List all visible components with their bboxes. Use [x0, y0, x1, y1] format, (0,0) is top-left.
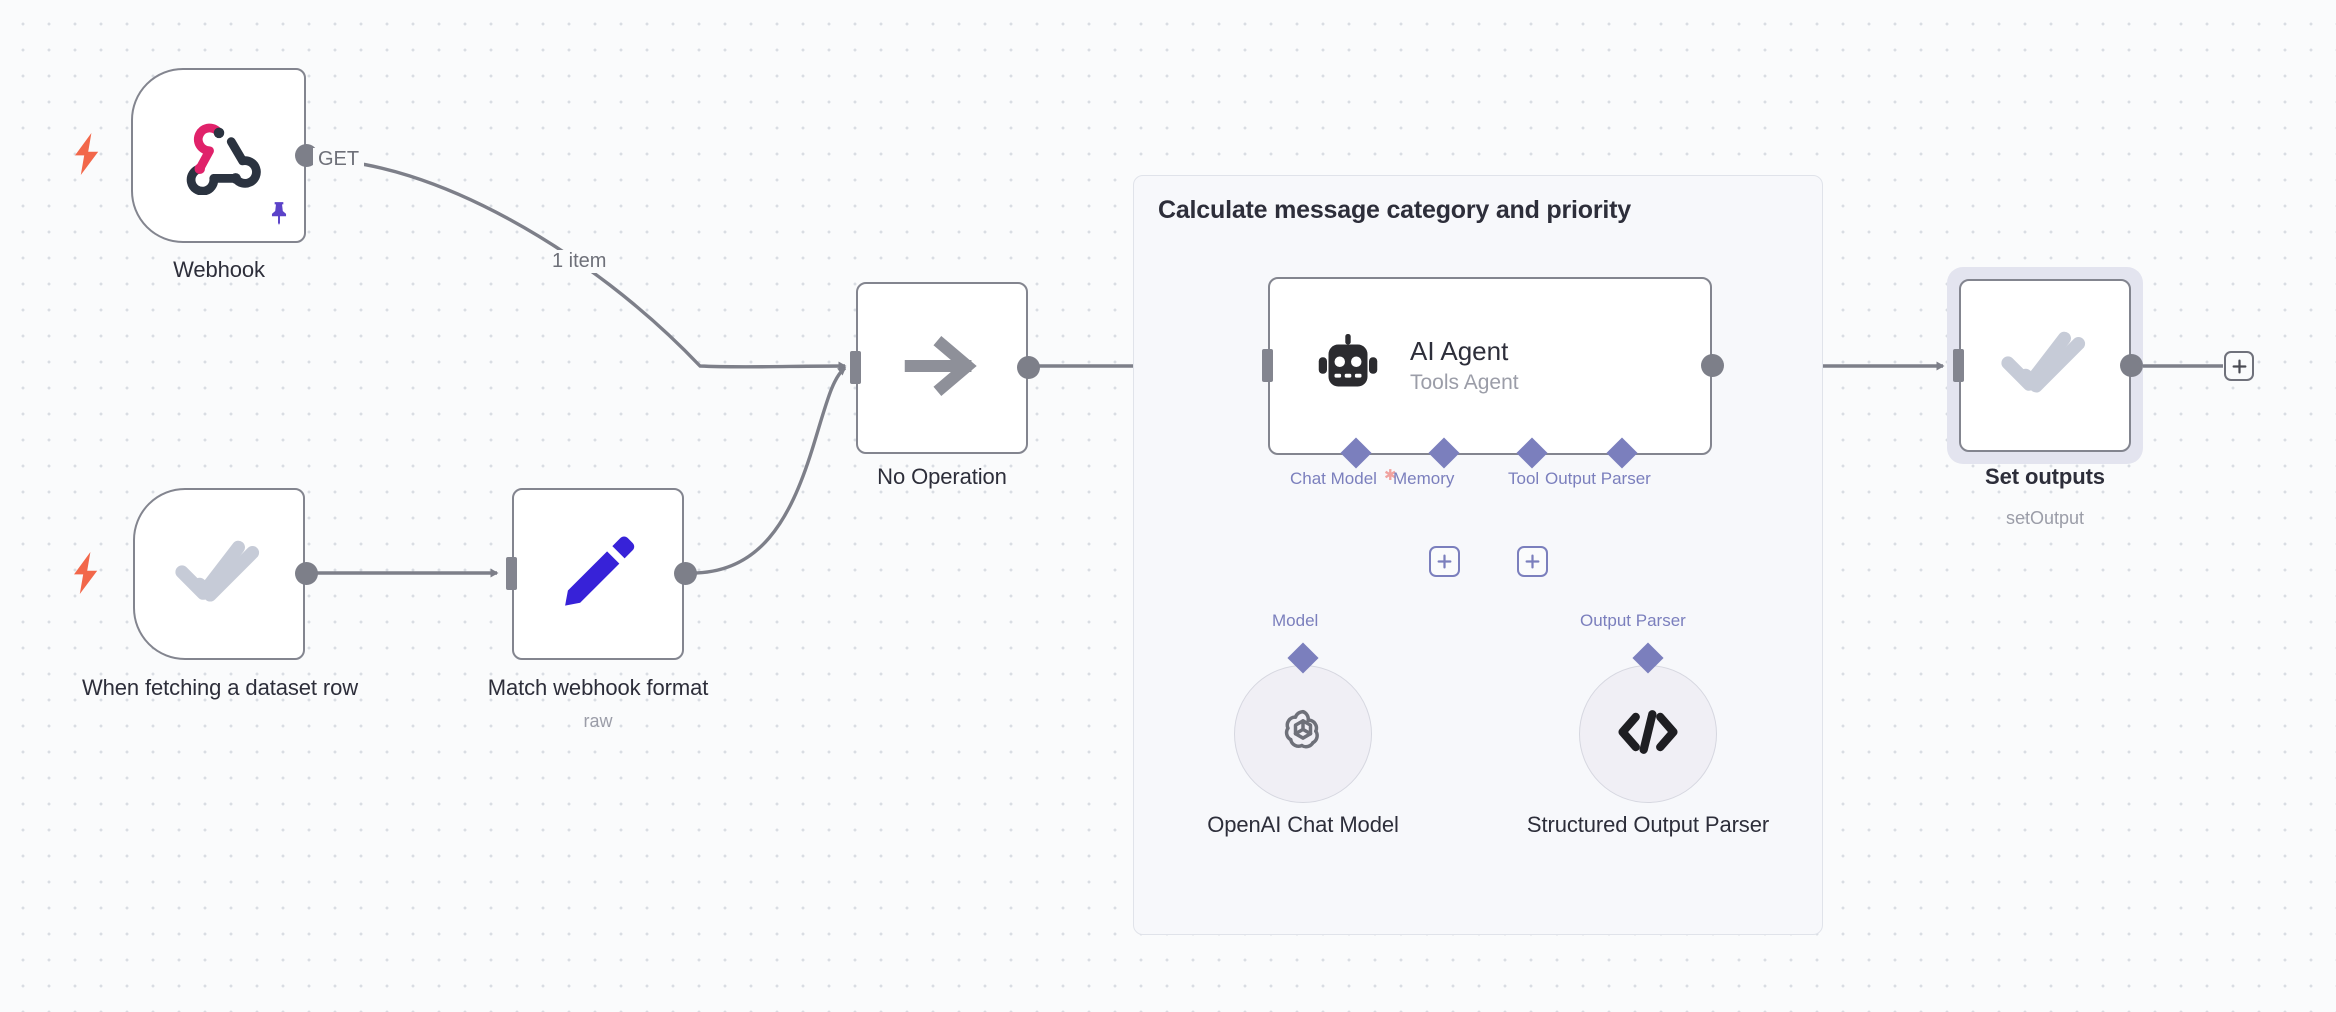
port-label-chat-model: Chat Model [1290, 469, 1377, 488]
set-outputs-input-endpoint[interactable] [1953, 349, 1964, 382]
code-brackets-icon [1616, 705, 1680, 764]
no-operation-output-endpoint[interactable] [1017, 356, 1040, 379]
node-structured-output-parser-caption: Structured Output Parser [1526, 812, 1770, 837]
match-webhook-format-output-endpoint[interactable] [674, 562, 697, 585]
when-fetching-dataset-row-output-endpoint[interactable] [295, 562, 318, 585]
no-operation-input-endpoint[interactable] [850, 351, 861, 384]
node-ai-agent[interactable]: AI Agent Tools Agent [1262, 277, 1724, 455]
trigger-bolt-icon [73, 133, 101, 180]
node-set-outputs-subcaption: setOutput [2005, 508, 2085, 528]
pencil-icon [556, 530, 640, 619]
node-match-webhook-format-caption: Match webhook format [487, 675, 709, 700]
node-when-fetching-dataset-row-box[interactable] [133, 488, 305, 660]
node-ai-agent-title: AI Agent [1410, 335, 1509, 366]
edge-label-webhook-method: GET [313, 148, 365, 171]
required-asterisk-icon: ✱ [1384, 467, 1397, 484]
double-check-icon-2 [2000, 326, 2090, 405]
ai-agent-input-endpoint[interactable] [1262, 349, 1273, 382]
node-set-outputs-box[interactable] [1959, 279, 2131, 452]
sub-port-label-model: Model [1272, 611, 1319, 630]
node-when-fetching-dataset-row[interactable] [133, 488, 318, 660]
port-label-output-parser: Output Parser [1545, 469, 1651, 488]
node-set-outputs-caption: Set outputs [1985, 464, 2105, 489]
node-no-operation-caption: No Operation [877, 464, 1007, 489]
robot-icon [1312, 328, 1384, 405]
port-label-tool: Tool [1508, 469, 1540, 488]
node-webhook[interactable] [131, 68, 318, 243]
node-no-operation[interactable] [850, 282, 1040, 454]
trigger-bolt-icon-2 [72, 552, 100, 599]
node-ai-agent-subtitle: Tools Agent [1410, 370, 1519, 394]
node-match-webhook-format-subcaption: raw [583, 711, 613, 731]
set-outputs-output-endpoint[interactable] [2120, 354, 2143, 377]
arrow-right-icon [903, 334, 981, 403]
add-node-button[interactable] [2224, 351, 2254, 381]
double-check-icon [174, 535, 264, 614]
node-webhook-caption: Webhook [173, 257, 265, 282]
node-structured-output-parser[interactable] [1579, 665, 1717, 803]
match-webhook-format-input-endpoint[interactable] [506, 557, 517, 590]
sub-port-label-output-parser: Output Parser [1580, 611, 1686, 630]
edge-label-items-count: 1 item [547, 250, 612, 273]
openai-icon [1272, 701, 1334, 768]
node-set-outputs[interactable] [1953, 279, 2143, 452]
node-webhook-box[interactable] [131, 68, 306, 243]
node-match-webhook-format-box[interactable] [512, 488, 684, 660]
node-no-operation-box[interactable] [856, 282, 1028, 454]
add-memory-button[interactable] [1429, 546, 1460, 577]
add-tool-button[interactable] [1517, 546, 1548, 577]
node-match-webhook-format[interactable] [506, 488, 697, 660]
webhook-icon [177, 111, 261, 200]
webhook-output-endpoint[interactable] [295, 144, 318, 167]
node-openai-chat-model[interactable] [1234, 665, 1372, 803]
port-label-memory: Memory [1393, 469, 1455, 488]
node-ai-agent-box[interactable]: AI Agent Tools Agent [1268, 277, 1712, 455]
node-openai-chat-model-caption: OpenAI Chat Model [1207, 812, 1399, 837]
ai-agent-output-endpoint[interactable] [1701, 354, 1724, 377]
node-when-fetching-dataset-row-caption: When fetching a dataset row [81, 675, 359, 700]
group-title: Calculate message category and priority [1158, 196, 1631, 224]
pin-icon[interactable] [266, 198, 292, 233]
